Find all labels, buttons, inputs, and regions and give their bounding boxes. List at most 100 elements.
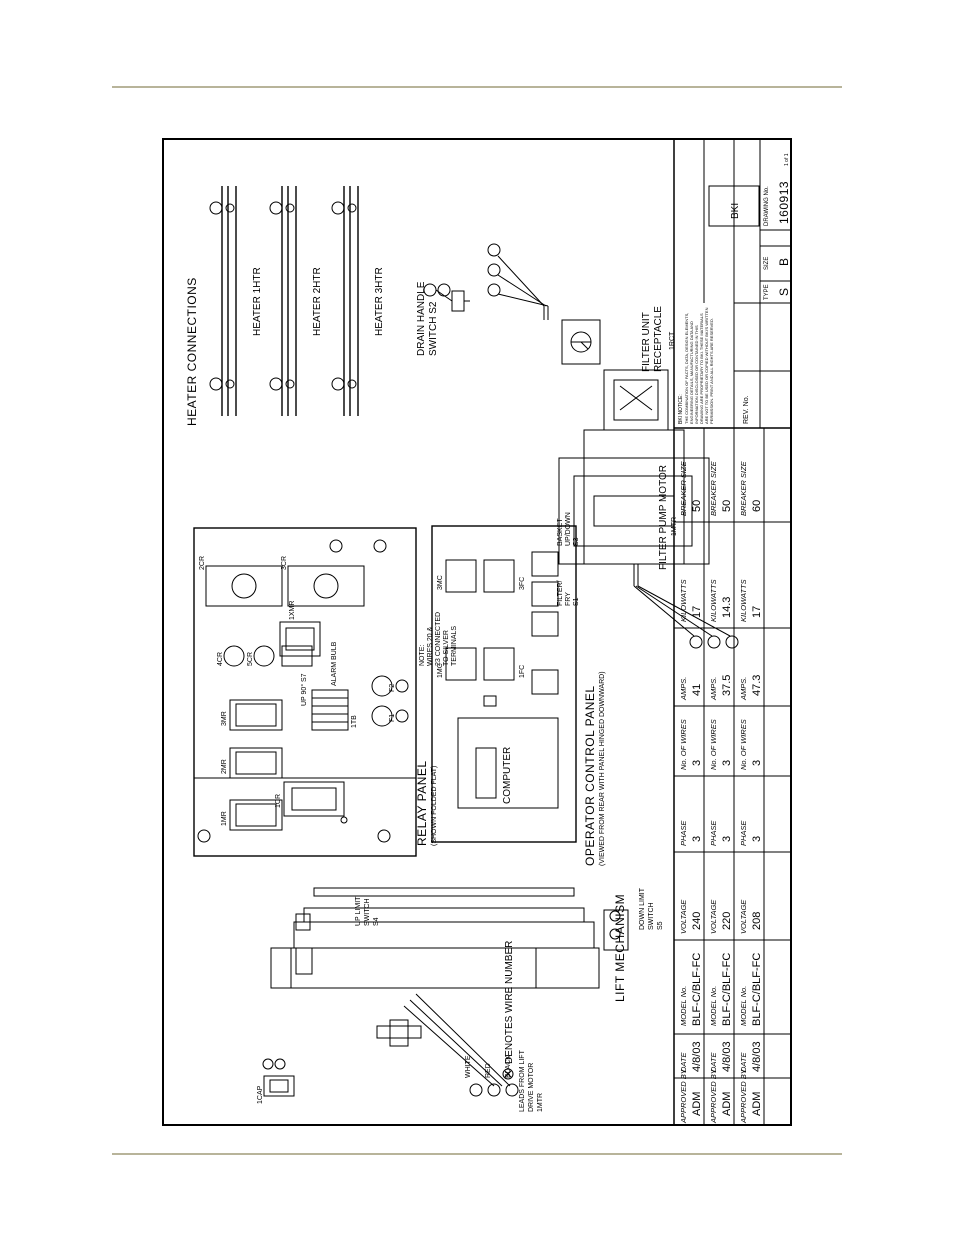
up-limit-label-2: SWITCH <box>364 898 371 926</box>
cell: 60 <box>751 500 763 512</box>
up-90-label: UP 90° <box>300 684 308 706</box>
cell: ADM <box>751 1092 763 1116</box>
drawing-label: DRAWING No. <box>764 186 770 226</box>
table-row: ADM 4/8/03 BLF-C/BLF-FC 208 3 3 47.3 17 … <box>751 500 763 1116</box>
basket-switch-label-2: UP/DOWN <box>565 512 572 546</box>
cr2-label: 2CR <box>199 556 206 570</box>
wire-red-label: RED <box>485 1063 492 1078</box>
cell: 37.5 <box>721 675 733 696</box>
mr1-label: 1MR <box>221 811 228 826</box>
operator-panel-title: OPERATOR CONTROL PANEL <box>583 685 597 866</box>
type-value: S <box>777 287 791 296</box>
filter-switch-label-3: S1 <box>573 597 580 606</box>
col-kilowatts: KILOWATTS <box>679 579 688 622</box>
cell: 3 <box>721 760 733 766</box>
note-label: NOTE: <box>419 645 426 666</box>
sheet-number: 1 of 1 <box>784 153 790 166</box>
cell: 17 <box>751 606 763 618</box>
cr5-label: 5CR <box>247 652 254 666</box>
col-phase: PHASE <box>709 820 718 846</box>
col-amps: AMPS. <box>739 677 748 701</box>
cell: 3 <box>691 760 703 766</box>
cell: 4/8/03 <box>691 1041 703 1072</box>
fc1-label: 1FC <box>519 665 526 678</box>
down-limit-label-2: SWITCH <box>648 902 655 930</box>
leads-label: LEADS FROM LIFT <box>519 1049 526 1112</box>
cell: BLF-C/BLF-FC <box>721 953 733 1026</box>
cr1-label: 1CR <box>275 794 282 808</box>
col-amps: AMPS. <box>709 677 718 701</box>
col-voltage: VOLTAGE <box>709 899 718 934</box>
cell: 4/8/03 <box>751 1041 763 1072</box>
mr3-label: 3MR <box>221 711 228 726</box>
cell: 3 <box>691 836 703 842</box>
down-limit-label: DOWN LIMIT <box>639 887 646 930</box>
filter-receptacle-label-2: RECEPTACLE <box>653 306 664 372</box>
cell: BLF-C/BLF-FC <box>751 953 763 1026</box>
cell: 208 <box>751 912 763 930</box>
col-date: DATE <box>739 1052 748 1072</box>
computer-label: COMPUTER <box>502 747 513 804</box>
wiring-diagram: BKI HEATER CONNECTIONS HEATER 1HTR HEATE… <box>185 140 791 1124</box>
basket-switch-label-3: S3 <box>573 537 580 546</box>
col-voltage: VOLTAGE <box>739 899 748 934</box>
wiring-diagram-frame: BKI HEATER CONNECTIONS HEATER 1HTR HEATE… <box>162 138 792 1126</box>
up-limit-label: UP LIMIT <box>355 896 362 926</box>
mc1-label: 1MC <box>437 663 444 678</box>
col-breaker: BREAKER SIZE <box>739 460 748 516</box>
col-amps: AMPS. <box>679 677 688 701</box>
cap-label: 1CAP <box>257 1085 264 1104</box>
col-phase: PHASE <box>739 820 748 846</box>
cell: 47.3 <box>751 675 763 696</box>
heater-2-label: HEATER 2HTR <box>312 267 323 336</box>
col-voltage: VOLTAGE <box>679 899 688 934</box>
leads-label-2: DRIVE MOTOR <box>528 1063 535 1112</box>
notice-title: BKI NOTICE: <box>678 394 684 424</box>
xmr-label: 1XMR <box>289 601 296 620</box>
filter-receptacle-label-3: 1RCT <box>669 331 676 350</box>
table-row: ADM 4/8/03 BLF-C/BLF-FC 220 3 3 37.5 14.… <box>721 500 733 1116</box>
wire-white-label: WHITE <box>465 1055 472 1078</box>
f2-label: F2 <box>389 684 396 692</box>
cell: 50 <box>721 500 733 512</box>
footer-rule <box>112 1153 842 1155</box>
bki-logo: BKI <box>708 185 760 227</box>
cell: 3 <box>721 836 733 842</box>
cell: 220 <box>721 912 733 930</box>
col-wires: No. OF WIRES <box>739 719 748 770</box>
col-phase: PHASE <box>679 820 688 846</box>
heater-connections-label: HEATER CONNECTIONS <box>185 277 199 426</box>
ratings-table-lines <box>673 428 790 1124</box>
filter-unit-receptacle <box>487 243 601 365</box>
cell: 240 <box>691 912 703 930</box>
wire-number-symbol <box>502 1068 514 1080</box>
operator-control-panel <box>431 525 577 843</box>
heater-elements <box>209 186 359 416</box>
note-label-3: 23 CONNECTED <box>435 612 442 666</box>
note-label-4: TO SILVER <box>443 630 450 666</box>
col-kilowatts: KILOWATTS <box>709 579 718 622</box>
filter-switch-label-2: FRY <box>565 592 572 606</box>
col-model: MODEL No. <box>679 986 688 1026</box>
cell: 3 <box>751 760 763 766</box>
cell: 50 <box>691 500 703 512</box>
filter-switch-label: FILTER/ <box>557 580 564 606</box>
s7-label: S7 <box>301 673 308 682</box>
wiring-diagram-rotated: BKI HEATER CONNECTIONS HEATER 1HTR HEATE… <box>164 140 791 1124</box>
bulb-label: ALARM BULB <box>331 641 338 686</box>
fc3-label: 3FC <box>519 577 526 590</box>
tb1-label: 1TB <box>351 715 358 728</box>
col-wires: No. OF WIRES <box>709 719 718 770</box>
rev-label: REV. No. <box>743 395 750 424</box>
mc3-label: 3MC <box>437 575 444 590</box>
note-label-5: TERMINALS <box>451 626 458 666</box>
mr2-label: 2MR <box>221 759 228 774</box>
relay-panel-subtitle: (SHOWN FOLDED FLAT) <box>431 766 438 846</box>
type-label: TYPE <box>764 284 770 300</box>
col-model: MODEL No. <box>709 986 718 1026</box>
f1-label: F1 <box>389 714 396 722</box>
lift-mechanism-label: LIFT MECHANISM <box>613 894 627 1002</box>
filter-receptacle-label: FILTER UNIT <box>641 312 652 372</box>
col-kilowatts: KILOWATTS <box>739 579 748 622</box>
col-date: DATE <box>679 1052 688 1072</box>
